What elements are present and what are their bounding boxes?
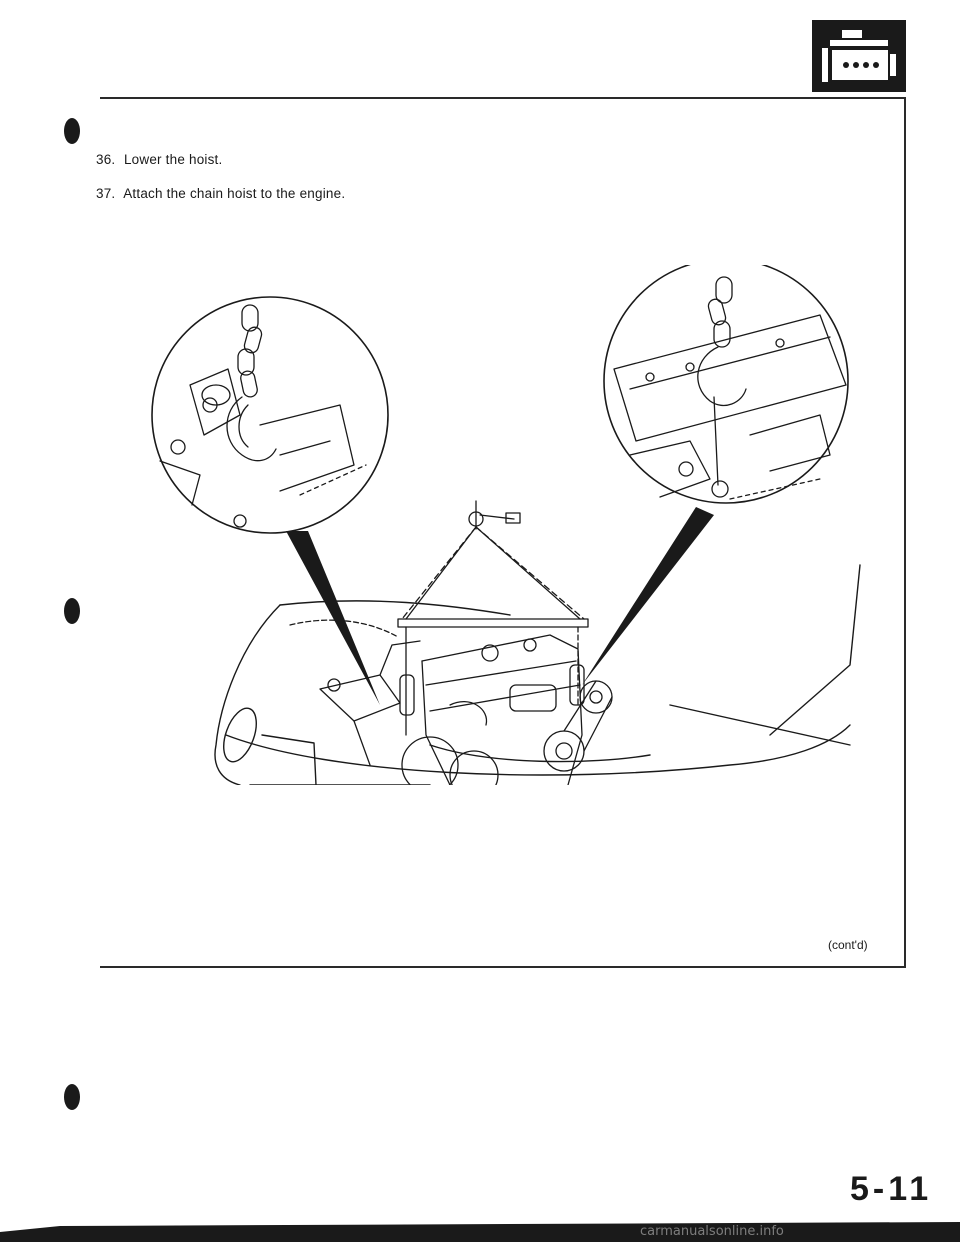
continued-label: (cont'd)	[828, 938, 868, 952]
binder-hole-mark	[64, 118, 80, 144]
procedure-step: 37. Attach the chain hoist to the engine…	[96, 186, 345, 201]
procedure-step: 36. Lower the hoist.	[96, 152, 222, 167]
step-number: 37.	[96, 186, 116, 201]
engine-assembly	[289, 619, 613, 785]
chain-hoist-spreader	[397, 500, 589, 736]
right-detail-callout	[603, 265, 849, 504]
step-text: Lower the hoist.	[123, 152, 223, 167]
left-callout-pointer	[286, 531, 380, 705]
right-callout-pointer	[582, 507, 714, 685]
bottom-binding-bar	[0, 1222, 960, 1242]
page-number: 5-11	[850, 1170, 933, 1208]
step-number: 36.	[96, 152, 116, 167]
left-detail-callout	[151, 296, 389, 534]
watermark: carmanualsonline.info	[640, 1224, 784, 1239]
binder-hole-mark	[64, 1084, 80, 1110]
engine-hoist-illustration	[151, 265, 861, 785]
footer-rule	[100, 966, 906, 968]
car-body-outline	[214, 564, 861, 785]
header-rule	[100, 97, 906, 99]
binder-hole-mark	[64, 598, 80, 624]
right-margin-rule	[904, 97, 906, 967]
step-text: Attach the chain hoist to the engine.	[123, 186, 346, 201]
engine-section-icon	[812, 20, 906, 92]
